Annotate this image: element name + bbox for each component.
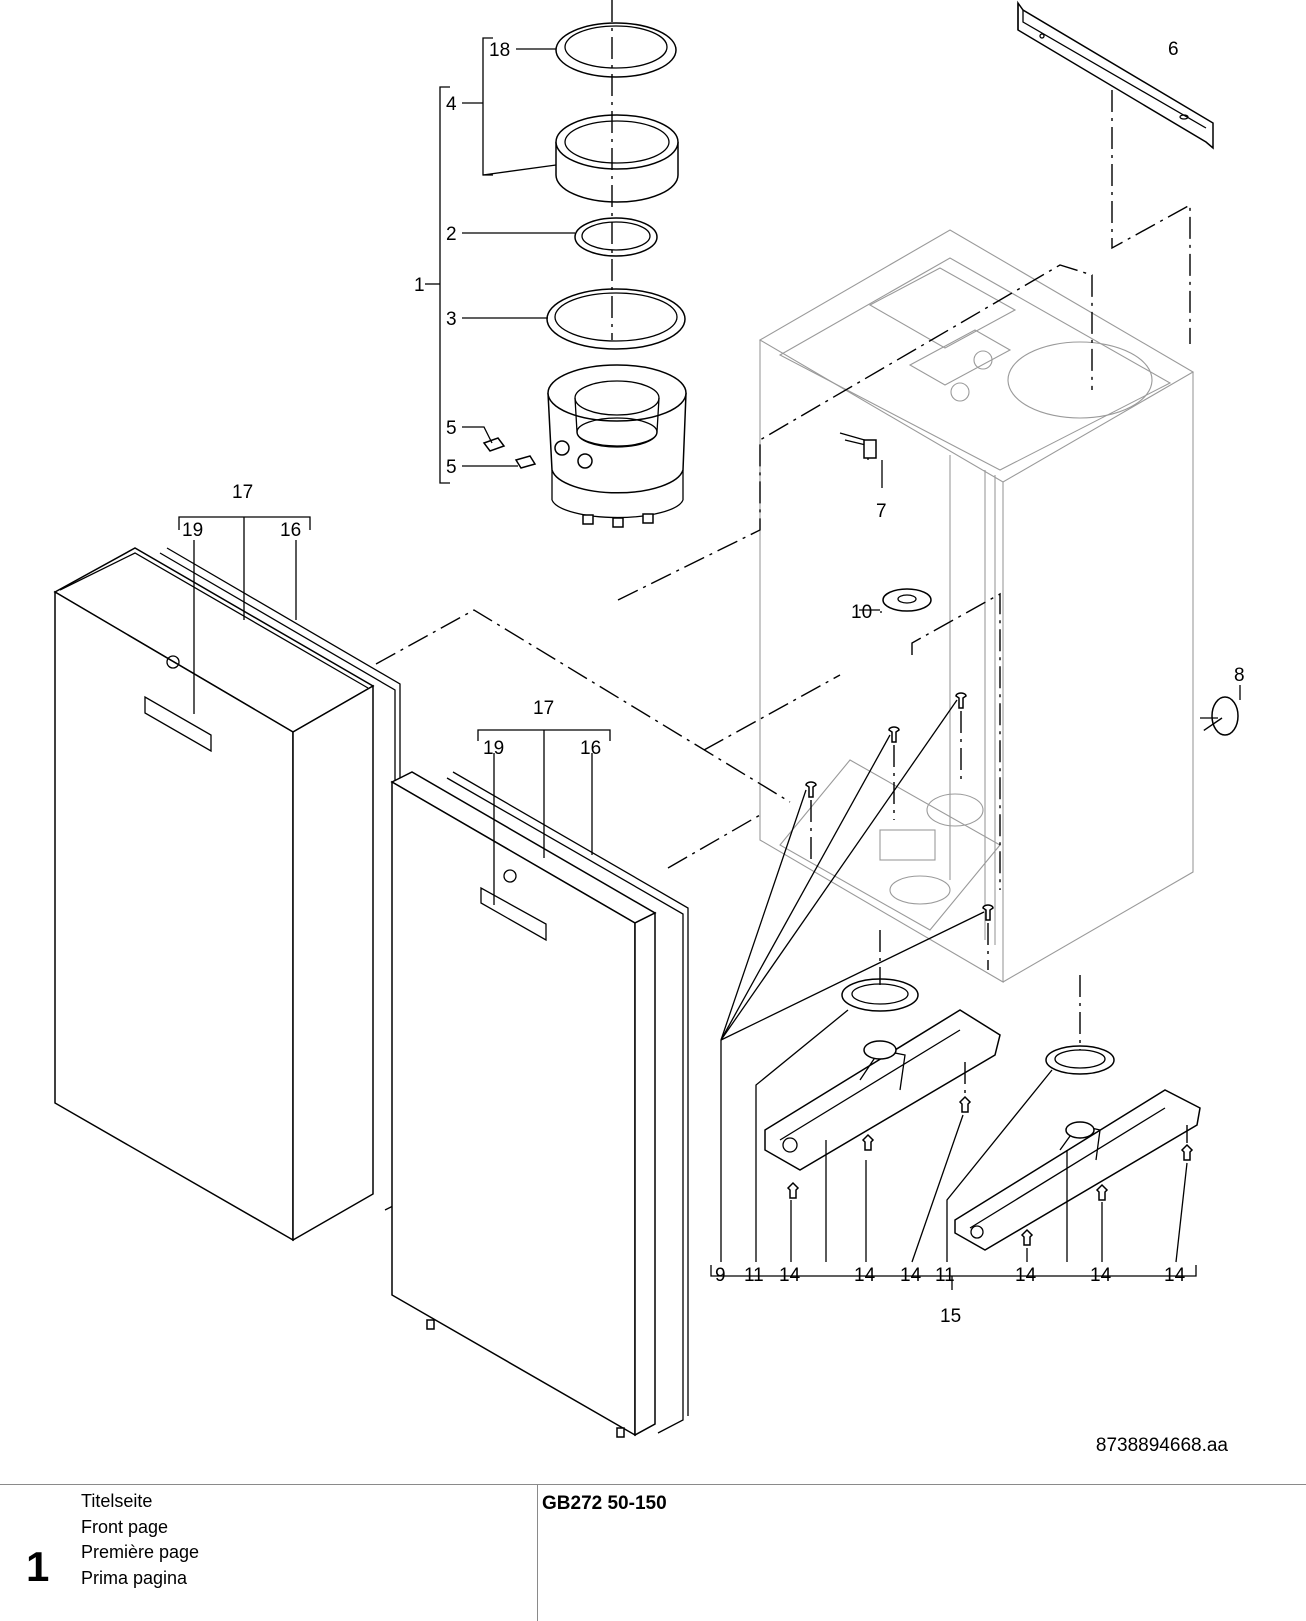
callout-11b: 11 [935,1265,955,1286]
callout-11a: 11 [744,1265,764,1286]
seal-ring-part [555,22,677,78]
callout-16a: 16 [280,520,301,541]
callout-9: 9 [715,1265,726,1286]
callout-14e: 14 [1090,1265,1112,1286]
callout-7: 7 [876,501,887,522]
assembly-lines [375,90,1223,1143]
page-footer: 1 Titelseite Front page Première page Pr… [0,1484,1306,1621]
callout-5b: 5 [446,457,457,478]
gasket-part [546,288,686,350]
callout-18: 18 [489,40,510,61]
ring-part [574,217,658,257]
page-title-en: Front page [81,1516,169,1537]
casing-panel-rear [53,547,401,1242]
screws [786,692,1194,1246]
callout-14a: 14 [779,1265,801,1286]
callout-14c: 14 [900,1265,922,1286]
document-number: 8738894668.aa [1095,1435,1228,1456]
page-title-fr: Première page [81,1542,200,1562]
model-name: GB272 50-150 [542,1493,667,1514]
exploded-parts-diagram: 18 4 6 2 1 3 5 5 7 17 19 16 10 8 17 19 1… [53,0,1245,1438]
page-title-it: Prima pagina [81,1567,188,1588]
callout-4: 4 [446,94,457,115]
callout-15: 15 [940,1306,961,1327]
page-title-de: Titelseite [81,1491,153,1511]
footer-divider [537,1485,538,1621]
boiler-casing [758,229,1239,983]
flue-adapter-assembly [482,0,687,528]
leader-lines [178,37,1241,1290]
callout-19a: 19 [182,520,203,541]
callout-17a: 17 [232,482,253,503]
base-rail-right [954,1045,1201,1251]
wall-mounting-rail [1017,0,1214,150]
callout-10: 10 [851,602,872,623]
page-number: 1 [26,1543,50,1590]
callout-19b: 19 [483,738,504,759]
callout-1: 1 [414,275,425,296]
callout-17b: 17 [533,698,554,719]
callout-14f: 14 [1164,1265,1186,1286]
callout-8: 8 [1234,665,1245,686]
callout-16b: 16 [580,738,601,759]
callout-6: 6 [1168,39,1179,60]
casing-panel-front [390,771,689,1438]
page-title-list: Titelseite Front page Première page Prim… [81,1489,199,1591]
callout-2: 2 [446,224,457,245]
callout-3: 3 [446,309,457,330]
callout-14b: 14 [854,1265,876,1286]
callout-14d: 14 [1015,1265,1037,1286]
callout-labels: 18 4 6 2 1 3 5 5 7 17 19 16 10 8 17 19 1… [182,39,1245,1327]
callout-5a: 5 [446,418,457,439]
